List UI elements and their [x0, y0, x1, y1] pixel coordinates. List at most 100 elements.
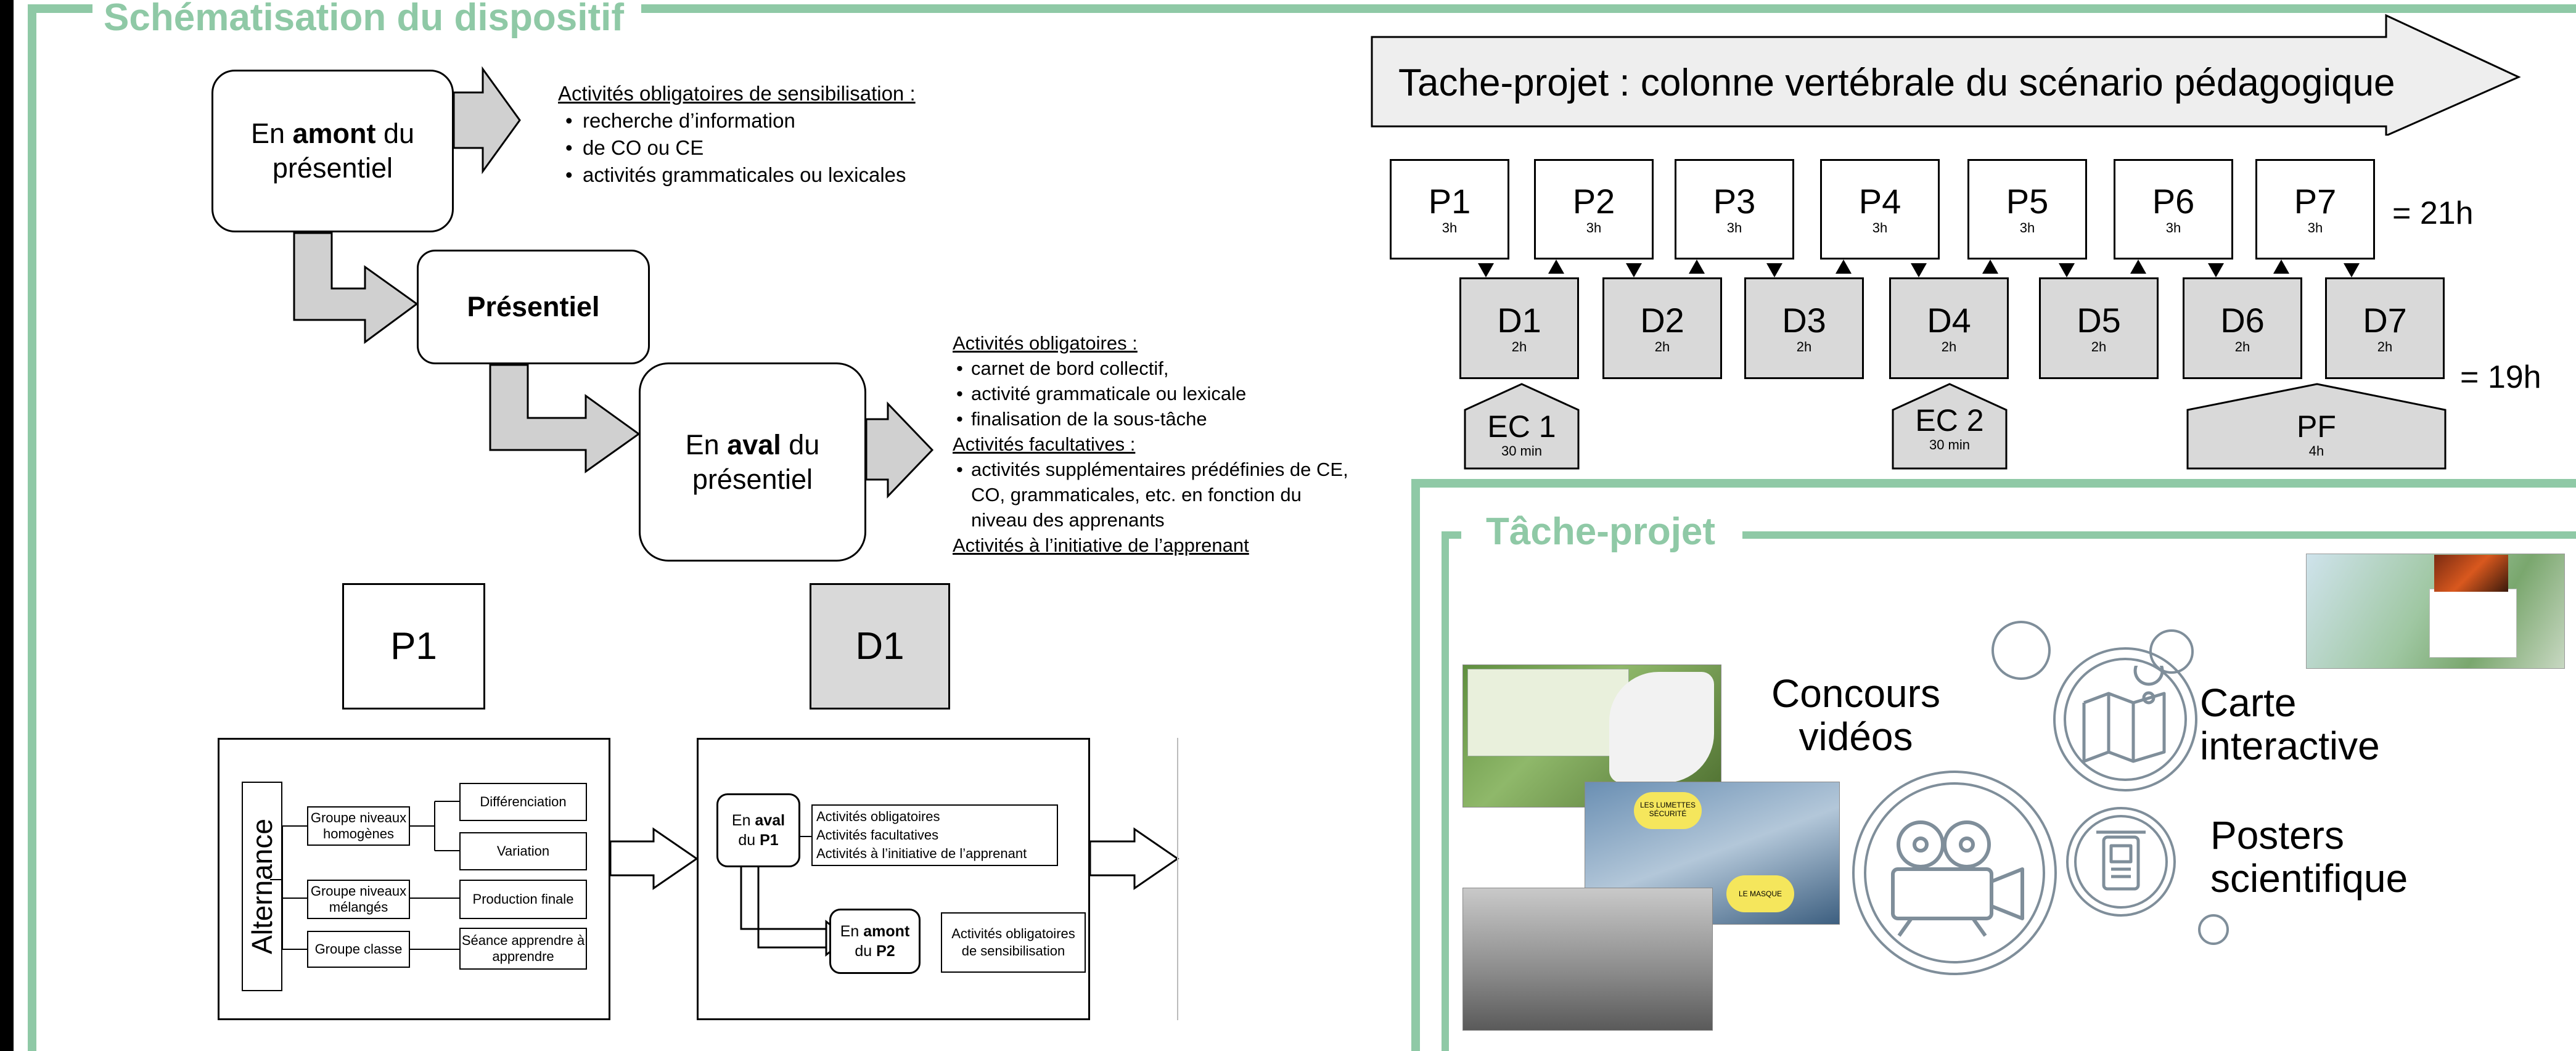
p-box-label: P1 [1428, 181, 1471, 221]
map-pin-icon [2082, 666, 2166, 763]
item-concours-videos: Concours vidéos [1770, 672, 1942, 758]
d1-aval-bold: aval [755, 812, 786, 829]
link-arrow-icon [1836, 260, 1852, 274]
outcome-production-finale: Production finale [459, 880, 587, 919]
amont-activities-note: Activités obligatoires de sensibilisatio… [558, 80, 1039, 189]
outcome-production-finale-text: Production finale [472, 891, 574, 907]
d-box-duration: 2h [2091, 338, 2107, 354]
p-box-label: P3 [1713, 181, 1756, 221]
photo-label-masque: LE MASQUE [1726, 875, 1794, 912]
eval-ec1: EC 1 30 min [1465, 410, 1578, 459]
photo-label-lunettes: LES LUMETTES SÉCURITÉ [1634, 792, 1702, 829]
panel-title-tache-projet: Tâche-projet [1475, 513, 1727, 551]
amont-post: du [375, 118, 415, 149]
link-arrow-icon [1689, 260, 1705, 274]
d-box-label: D6 [2220, 300, 2265, 340]
d1-aval-pre: En [731, 812, 755, 829]
link-arrow-icon [2273, 260, 2289, 274]
p-box-duration: 3h [2019, 219, 2035, 235]
link-arrow-icon [1478, 263, 1494, 277]
poster-icon [2096, 830, 2146, 891]
flow-arrows [293, 66, 1179, 1020]
tache-icons [1852, 621, 2229, 975]
d1-amont-bold: amont [863, 923, 910, 940]
link-arrow-icon [2130, 260, 2146, 274]
list-item: Activités à l’initiative de l’apprenant [816, 846, 1027, 861]
aval-pre: En [685, 428, 728, 460]
photo-classroom [1462, 888, 1713, 1031]
list-item: activités supplémentaires prédéfinies de… [953, 457, 1360, 533]
d1-label-box: D1 [810, 583, 950, 710]
item-carte-interactive: Carte interactive [2200, 681, 2380, 767]
link-arrow-icon [1548, 260, 1564, 274]
group-homogenes: Groupe niveaux homogènes [307, 806, 410, 846]
p-box-duration: 3h [1442, 219, 1458, 235]
d-box-duration: 2h [2377, 338, 2393, 354]
map-overlay-panel [2429, 589, 2517, 658]
p1-label: P1 [390, 625, 437, 668]
timeline-title: Tache-projet : colonne vertébrale du scé… [1398, 62, 2395, 104]
carte-line1: Carte [2200, 681, 2297, 725]
eval-ec2-label: EC 2 [1915, 403, 1984, 438]
aval-bold: aval [727, 428, 781, 460]
d-box-label: D1 [1497, 300, 1541, 340]
link-arrow-icon [1982, 260, 1998, 274]
eval-ec1-label: EC 1 [1487, 409, 1556, 444]
aval-note-list2: activités supplémentaires prédéfinies de… [953, 457, 1360, 533]
aval-activities-note: Activités obligatoires : carnet de bord … [953, 330, 1360, 558]
amont-note-heading: Activités obligatoires de sensibilisatio… [558, 82, 916, 105]
p-box-duration: 3h [2307, 219, 2323, 235]
outcome-variation-text: Variation [496, 843, 550, 859]
d1-label: D1 [855, 625, 904, 668]
group-classe-text: Groupe classe [314, 941, 403, 957]
amont-bold: amont [292, 118, 376, 149]
list-item: de CO ou CE [558, 134, 1039, 162]
concours-line2: vidéos [1799, 714, 1913, 759]
p-box-duration: 3h [1726, 219, 1742, 235]
link-arrow-icon [1911, 263, 1927, 277]
d1-detail-diagram [697, 738, 1090, 1020]
posters-line2: scientifique [2210, 856, 2408, 901]
group-melanges: Groupe niveaux mélangés [307, 880, 410, 919]
d1-amont-line2pre: du [855, 943, 877, 960]
list-item: finalisation de la sous-tâche [953, 406, 1360, 431]
photo-student-portrait [1609, 672, 1714, 783]
d-box-label: D7 [2363, 300, 2407, 340]
carte-line2: interactive [2200, 724, 2380, 768]
list-item: activités grammaticales ou lexicales [558, 162, 1039, 189]
d1-detail-arrows [740, 836, 979, 957]
alternance-diagram [218, 738, 610, 1020]
p-box-duration: 3h [1586, 219, 1602, 235]
outcome-seance-text: Séance apprendre à apprendre [461, 933, 585, 964]
d1-amont-pre: En [840, 923, 864, 940]
amont-line2: présentiel [272, 152, 393, 184]
item-posters-scientifique: Posters scientifique [2210, 814, 2408, 900]
d-box-duration: 2h [1796, 338, 1812, 354]
group-melanges-text: Groupe niveaux mélangés [310, 883, 407, 915]
presentiel-label: Présentiel [467, 291, 600, 322]
aval-note-heading1: Activités obligatoires : [953, 332, 1138, 354]
list-item: recherche d’information [558, 107, 1039, 134]
link-arrow-icon [1766, 263, 1782, 277]
d-box-label: D2 [1640, 300, 1684, 340]
panel-title-schematisation: Schématisation du dispositif [92, 0, 635, 37]
d-box-label: D3 [1782, 300, 1826, 340]
eval-ec2: EC 2 30 min [1893, 404, 2006, 453]
list-item: carnet de bord collectif, [953, 356, 1360, 381]
eval-shapes [1464, 383, 2447, 470]
alternance-title: Alternance [242, 782, 282, 991]
eval-ec2-dur: 30 min [1929, 437, 1971, 452]
d-total: = 19h [2460, 359, 2541, 395]
p1-label-box: P1 [342, 583, 485, 710]
aval-note-list1: carnet de bord collectif, activité gramm… [953, 356, 1360, 431]
